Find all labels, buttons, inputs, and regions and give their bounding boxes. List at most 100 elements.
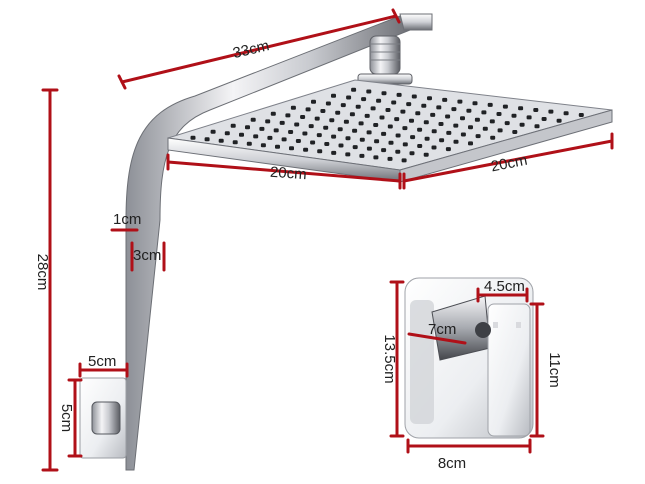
label-head-depth: 20cm — [490, 152, 529, 176]
nozzle — [366, 89, 372, 94]
nozzle — [385, 108, 391, 112]
nozzle — [379, 115, 385, 120]
nozzle — [373, 155, 379, 160]
nozzle — [281, 137, 287, 142]
nozzle — [352, 145, 358, 150]
nozzle — [460, 132, 466, 137]
nozzle — [417, 144, 423, 148]
nozzle — [374, 139, 380, 144]
nozzle — [445, 114, 451, 119]
nozzle — [453, 123, 459, 128]
nozzle — [267, 135, 273, 140]
nozzle — [302, 131, 308, 136]
nozzle — [346, 95, 352, 100]
nozzle — [475, 134, 481, 139]
nozzle — [396, 92, 402, 97]
nozzle — [305, 107, 311, 112]
shower-head — [167, 79, 613, 183]
nozzle — [303, 147, 309, 152]
nozzle — [366, 146, 372, 151]
nozzle — [481, 110, 487, 115]
nozzle — [337, 127, 343, 132]
nozzle — [218, 138, 224, 143]
label-mixer-handle-length: 7cm — [428, 321, 456, 338]
nozzle — [285, 113, 291, 118]
nozzle — [279, 120, 285, 125]
nozzle — [232, 140, 238, 145]
nozzle — [474, 117, 480, 122]
nozzle — [468, 141, 473, 146]
label-mixer-plate-width: 8cm — [438, 455, 466, 472]
nozzle — [317, 149, 323, 154]
nozzle — [358, 121, 364, 126]
nozzle — [439, 138, 445, 143]
nozzle — [534, 124, 540, 129]
nozzle — [338, 143, 344, 148]
nozzle — [451, 107, 457, 112]
nozzle — [381, 148, 387, 153]
nozzle — [511, 113, 517, 118]
label-arm-thickness: 1cm — [113, 211, 141, 228]
nozzle — [400, 109, 406, 114]
nozzle — [345, 136, 351, 141]
nozzle — [329, 118, 335, 123]
nozzle — [466, 108, 472, 113]
nozzle — [438, 122, 444, 126]
nozzle — [343, 119, 349, 124]
nozzle — [388, 140, 394, 145]
nozzle — [457, 99, 463, 104]
nozzle — [556, 118, 562, 123]
nozzle — [424, 136, 430, 141]
nozzle — [259, 126, 265, 131]
nozzle — [504, 121, 510, 126]
dimension-lines — [41, 8, 614, 472]
nozzle — [497, 128, 503, 133]
nozzle — [245, 125, 250, 130]
nozzle — [381, 131, 387, 136]
label-head-width: 20cm — [269, 164, 307, 184]
nozzle — [406, 102, 412, 107]
nozzle — [445, 147, 451, 152]
nozzle — [427, 96, 432, 101]
nozzle — [423, 120, 429, 125]
nozzle — [410, 135, 416, 140]
nozzle — [273, 128, 279, 133]
nozzle — [395, 133, 401, 138]
shower-head-nozzles — [190, 87, 584, 163]
nozzle — [349, 112, 355, 117]
nozzle — [370, 106, 376, 111]
nozzle — [323, 125, 329, 130]
nozzle — [453, 139, 459, 144]
nozzle — [391, 100, 397, 105]
nozzle — [361, 97, 367, 102]
nozzle — [359, 137, 365, 142]
nozzle — [335, 110, 341, 115]
nozzle — [472, 101, 478, 106]
nozzle — [421, 103, 427, 108]
nozzle — [519, 122, 525, 127]
label-flange-width: 5cm — [88, 353, 116, 370]
nozzle — [289, 146, 294, 151]
nozzle — [395, 149, 401, 154]
nozzle — [541, 117, 547, 121]
nozzle — [325, 101, 331, 106]
nozzle — [442, 97, 448, 102]
nozzle — [290, 105, 296, 110]
nozzle — [502, 104, 508, 109]
nozzle — [394, 117, 400, 122]
nozzle — [250, 117, 256, 122]
nozzle — [352, 128, 358, 133]
nozzle — [387, 124, 393, 129]
nozzle — [294, 122, 300, 127]
label-mixer-plate-height: 13.5cm — [381, 334, 398, 383]
nozzle — [204, 137, 210, 142]
nozzle — [366, 130, 372, 135]
nozzle — [417, 127, 423, 132]
nozzle — [300, 115, 306, 119]
label-mixer-handle-width: 4.5cm — [484, 278, 525, 295]
nozzle — [496, 112, 502, 116]
nozzle — [288, 130, 294, 134]
nozzle — [381, 91, 387, 96]
nozzle — [331, 150, 337, 155]
